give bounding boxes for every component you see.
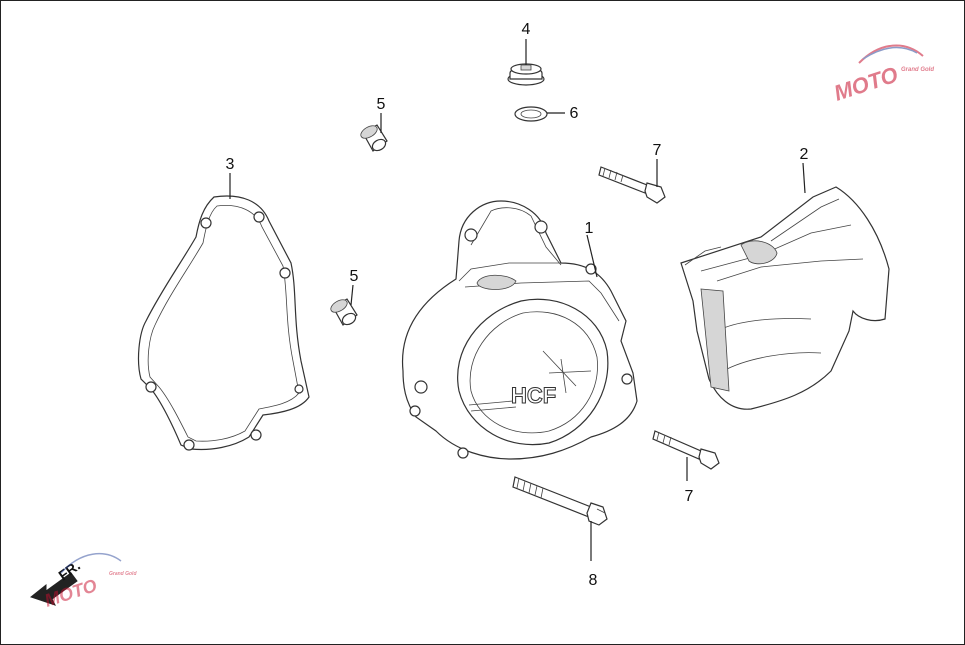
callout-6: 6 (570, 105, 579, 122)
callout-8: 8 (589, 572, 598, 589)
watermark-logo-bottom: MOTO Grand Gold (42, 553, 137, 611)
callout-7-upper: 7 (653, 142, 662, 159)
watermark-small-text: Grand Gold (109, 571, 137, 577)
part-cover-left: HCF (401, 200, 638, 460)
arrow-icon (29, 572, 78, 606)
callout-4: 4 (522, 21, 531, 38)
part-bolt-upper (598, 166, 666, 204)
part-plug (507, 63, 545, 86)
svg-text:MOTO: MOTO (831, 62, 901, 106)
svg-text:Grand Gold: Grand Gold (901, 67, 934, 73)
leader-lines (229, 39, 806, 561)
part-cover-outer (680, 186, 890, 410)
callout-1: 1 (585, 220, 594, 237)
part-long-bolt (512, 476, 608, 526)
watermark-logo-top: MOTO Grand Gold (831, 44, 934, 106)
callout-3: 3 (226, 156, 235, 173)
part-o-ring (514, 106, 548, 122)
cover-lettering: HCF (511, 383, 556, 408)
callout-7-lower: 7 (685, 488, 694, 505)
part-dowel-lower (330, 298, 358, 326)
part-gasket (137, 195, 310, 451)
callout-5-lower: 5 (350, 268, 359, 285)
callout-2: 2 (800, 146, 809, 163)
part-dowel-upper (360, 124, 388, 152)
callout-labels: 1 2 3 4 5 5 6 7 7 8 (226, 21, 809, 589)
part-bolt-lower (652, 430, 720, 470)
callout-5-upper: 5 (377, 96, 386, 113)
